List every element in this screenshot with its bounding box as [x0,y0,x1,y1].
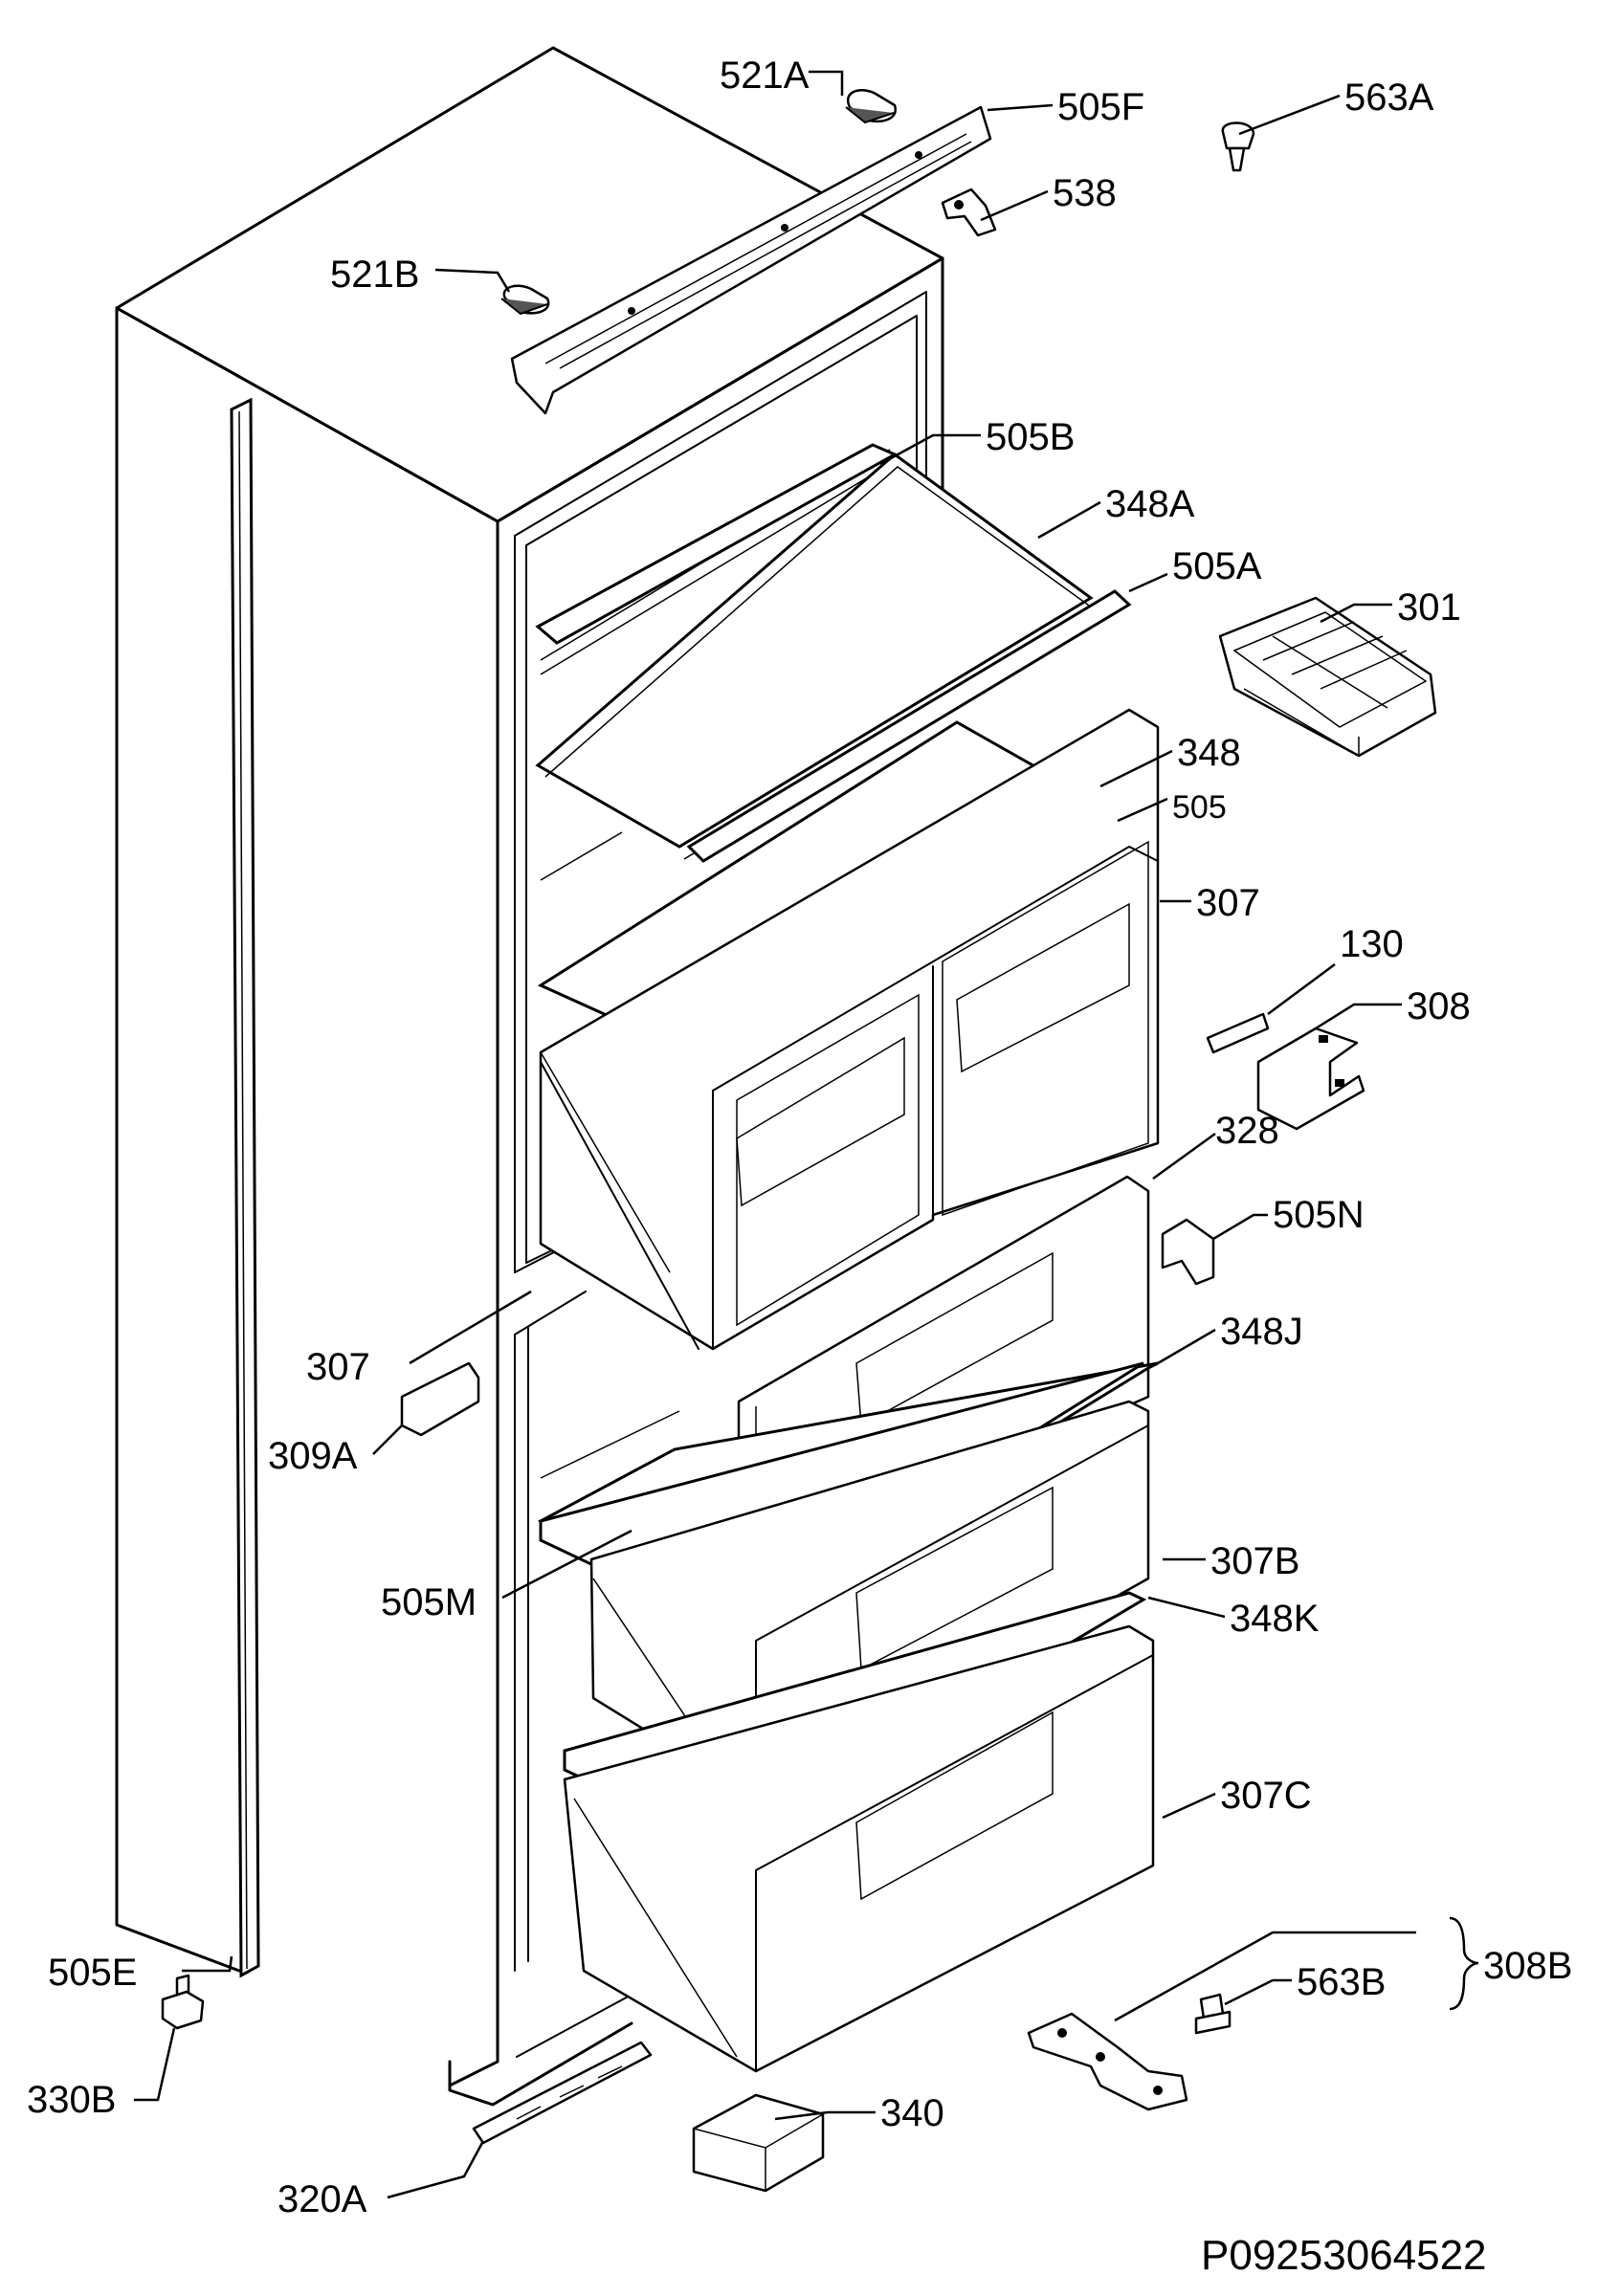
ice-tray-301 [1218,596,1437,758]
box-340 [692,2093,825,2193]
label-505b: 505B [986,416,1075,458]
brace-308b [1449,1916,1479,2011]
label-301: 301 [1397,586,1461,629]
part-130 [1206,1012,1270,1054]
label-308: 308 [1407,985,1471,1027]
label-538: 538 [1053,172,1117,214]
label-505f: 505F [1057,86,1144,128]
label-521a: 521A [720,55,810,97]
reference-code: P09253064522 [1201,2232,1487,2279]
label-307-top: 307 [1196,882,1260,924]
label-348j: 348J [1220,1311,1303,1353]
label-505e: 505E [48,1952,137,1994]
label-328: 328 [1215,1110,1279,1152]
rail-320a [472,2041,653,2145]
label-505m: 505M [381,1581,477,1623]
cabinet [115,46,944,2107]
screw-563a [1221,121,1255,172]
label-307c: 307C [1220,1775,1312,1817]
part-309a [400,1361,480,1437]
label-521b: 521B [330,254,419,296]
part-labels: 521A 505F 563A 538 521B 505B 348A 505A 3… [27,55,1572,2279]
drawer-307c [563,1624,1155,2073]
trim-505b [535,443,899,645]
label-130: 130 [1340,923,1404,965]
cap-521a [845,89,897,124]
drawer-307b [589,1400,1150,1800]
label-563a: 563A [1344,77,1434,119]
label-340: 340 [880,2092,944,2134]
label-563b: 563B [1297,1961,1386,2003]
label-330b: 330B [27,2079,116,2121]
label-308b: 308B [1483,1945,1572,1987]
label-348k: 348K [1230,1598,1320,1640]
label-505n: 505N [1273,1194,1365,1236]
label-505: 505 [1172,789,1227,826]
label-309a: 309A [268,1435,358,1477]
bracket-538 [941,188,997,237]
label-348: 348 [1177,732,1241,774]
screw-563b [1194,1993,1232,2035]
label-348a: 348A [1105,483,1195,525]
bottom-hinge-308b [1027,2012,1188,2111]
label-505a: 505A [1172,545,1262,587]
bracket-308 [1256,1027,1365,1131]
leveling-foot-330b [161,1974,205,2030]
door-gasket-505e [230,397,260,1978]
label-307b: 307B [1210,1540,1299,1582]
trim-505a [686,589,1132,863]
clip-505n [1161,1218,1215,1286]
leader-lines [134,70,1416,2199]
drawer-307-top [539,708,1160,1351]
label-307-left: 307 [306,1346,370,1388]
top-hinge-rail-505f [510,105,992,415]
label-320a: 320A [277,2178,367,2220]
